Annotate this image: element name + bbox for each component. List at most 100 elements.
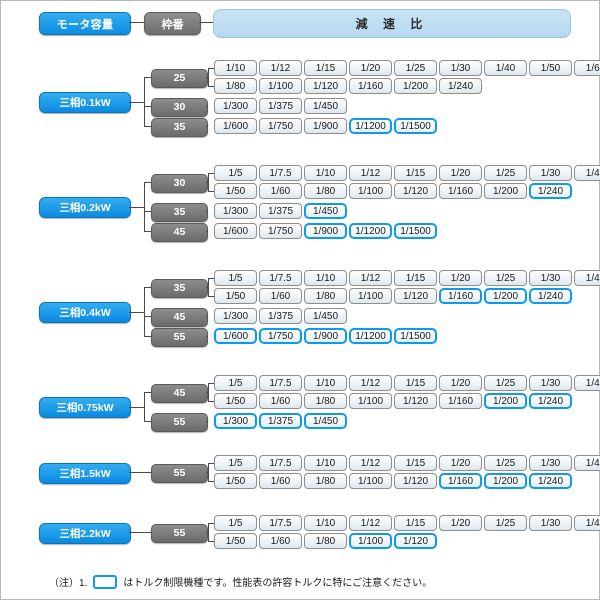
ratio-chip[interactable]: 1/12 xyxy=(349,515,392,531)
ratio-chip[interactable]: 1/50 xyxy=(214,183,257,199)
ratio-chip[interactable]: 1/15 xyxy=(394,270,437,286)
ratio-chip[interactable]: 1/40 xyxy=(484,60,527,76)
frame-number-badge[interactable]: 35 xyxy=(151,278,208,298)
ratio-chip[interactable]: 1/40 xyxy=(574,515,600,531)
ratio-chip-highlighted[interactable]: 1/120 xyxy=(394,533,437,549)
ratio-chip-highlighted[interactable]: 1/750 xyxy=(259,328,302,344)
ratio-chip[interactable]: 1/7.5 xyxy=(259,165,302,181)
ratio-chip-highlighted[interactable]: 1/160 xyxy=(439,288,482,304)
ratio-chip[interactable]: 1/20 xyxy=(439,270,482,286)
ratio-chip[interactable]: 1/25 xyxy=(484,375,527,391)
motor-capacity-badge[interactable]: 三相2.2kW xyxy=(39,522,131,544)
ratio-chip-highlighted[interactable]: 1/450 xyxy=(304,413,347,429)
ratio-chip[interactable]: 1/30 xyxy=(529,455,572,471)
ratio-chip[interactable]: 1/25 xyxy=(484,270,527,286)
ratio-chip[interactable]: 1/15 xyxy=(394,515,437,531)
ratio-chip[interactable]: 1/120 xyxy=(394,288,437,304)
ratio-chip[interactable]: 1/100 xyxy=(349,183,392,199)
ratio-chip-highlighted[interactable]: 1/240 xyxy=(529,183,572,199)
ratio-chip[interactable]: 1/5 xyxy=(214,455,257,471)
motor-capacity-badge[interactable]: 三相0.75kW xyxy=(39,397,131,418)
ratio-chip[interactable]: 1/7.5 xyxy=(259,455,302,471)
ratio-chip[interactable]: 1/100 xyxy=(349,393,392,409)
ratio-chip[interactable]: 1/60 xyxy=(259,183,302,199)
ratio-chip-highlighted[interactable]: 1/1500 xyxy=(394,328,437,344)
ratio-chip[interactable]: 1/20 xyxy=(439,515,482,531)
ratio-chip[interactable]: 1/80 xyxy=(214,78,257,94)
ratio-chip[interactable]: 1/80 xyxy=(304,288,347,304)
ratio-chip-highlighted[interactable]: 1/200 xyxy=(484,473,527,489)
frame-number-badge[interactable]: 45 xyxy=(151,222,208,242)
ratio-chip[interactable]: 1/5 xyxy=(214,375,257,391)
ratio-chip[interactable]: 1/15 xyxy=(304,60,347,76)
ratio-chip[interactable]: 1/7.5 xyxy=(259,515,302,531)
ratio-chip[interactable]: 1/450 xyxy=(304,98,347,114)
ratio-chip[interactable]: 1/80 xyxy=(304,393,347,409)
ratio-chip[interactable]: 1/375 xyxy=(259,203,302,219)
ratio-chip[interactable]: 1/40 xyxy=(574,455,600,471)
ratio-chip[interactable]: 1/100 xyxy=(259,78,302,94)
ratio-chip[interactable]: 1/10 xyxy=(214,60,257,76)
frame-number-badge[interactable]: 35 xyxy=(151,117,208,137)
frame-number-badge[interactable]: 55 xyxy=(151,463,208,483)
ratio-chip[interactable]: 1/12 xyxy=(259,60,302,76)
ratio-chip[interactable]: 1/100 xyxy=(349,288,392,304)
ratio-chip-highlighted[interactable]: 1/1500 xyxy=(394,118,437,134)
motor-capacity-badge[interactable]: 三相0.4kW xyxy=(39,302,131,323)
ratio-chip[interactable]: 1/50 xyxy=(214,473,257,489)
ratio-chip[interactable]: 1/450 xyxy=(304,308,347,324)
ratio-chip[interactable]: 1/160 xyxy=(439,393,482,409)
ratio-chip[interactable]: 1/80 xyxy=(304,473,347,489)
ratio-chip[interactable]: 1/160 xyxy=(349,78,392,94)
ratio-chip[interactable]: 1/300 xyxy=(214,203,257,219)
ratio-chip-highlighted[interactable]: 1/240 xyxy=(529,288,572,304)
ratio-chip[interactable]: 1/375 xyxy=(259,98,302,114)
ratio-chip[interactable]: 1/120 xyxy=(394,473,437,489)
frame-number-badge[interactable]: 45 xyxy=(151,383,208,403)
ratio-chip[interactable]: 1/30 xyxy=(529,165,572,181)
ratio-chip[interactable]: 1/10 xyxy=(304,165,347,181)
ratio-chip[interactable]: 1/60 xyxy=(259,473,302,489)
ratio-chip-highlighted[interactable]: 1/375 xyxy=(259,413,302,429)
ratio-chip[interactable]: 1/10 xyxy=(304,455,347,471)
frame-number-badge[interactable]: 35 xyxy=(151,202,208,222)
ratio-chip[interactable]: 1/600 xyxy=(214,223,257,239)
ratio-chip[interactable]: 1/50 xyxy=(214,393,257,409)
ratio-chip[interactable]: 1/10 xyxy=(304,375,347,391)
ratio-chip-highlighted[interactable]: 1/600 xyxy=(214,328,257,344)
ratio-chip[interactable]: 1/20 xyxy=(439,455,482,471)
ratio-chip[interactable]: 1/7.5 xyxy=(259,270,302,286)
ratio-chip-highlighted[interactable]: 1/100 xyxy=(349,533,392,549)
ratio-chip[interactable]: 1/7.5 xyxy=(259,375,302,391)
ratio-chip-highlighted[interactable]: 1/1200 xyxy=(349,118,392,134)
ratio-chip[interactable]: 1/900 xyxy=(304,118,347,134)
ratio-chip[interactable]: 1/15 xyxy=(394,375,437,391)
ratio-chip[interactable]: 1/12 xyxy=(349,375,392,391)
frame-number-badge[interactable]: 25 xyxy=(151,68,208,88)
ratio-chip[interactable]: 1/10 xyxy=(304,270,347,286)
ratio-chip[interactable]: 1/50 xyxy=(214,533,257,549)
ratio-chip[interactable]: 1/60 xyxy=(259,288,302,304)
ratio-chip[interactable]: 1/240 xyxy=(439,78,482,94)
frame-number-badge[interactable]: 55 xyxy=(151,523,208,543)
ratio-chip[interactable]: 1/50 xyxy=(214,288,257,304)
ratio-chip-highlighted[interactable]: 1/900 xyxy=(304,223,347,239)
ratio-chip-highlighted[interactable]: 1/300 xyxy=(214,413,257,429)
ratio-chip[interactable]: 1/20 xyxy=(439,165,482,181)
ratio-chip-highlighted[interactable]: 1/900 xyxy=(304,328,347,344)
ratio-chip[interactable]: 1/40 xyxy=(574,165,600,181)
ratio-chip[interactable]: 1/750 xyxy=(259,118,302,134)
ratio-chip[interactable]: 1/20 xyxy=(349,60,392,76)
ratio-chip-highlighted[interactable]: 1/160 xyxy=(439,473,482,489)
ratio-chip-highlighted[interactable]: 1/1200 xyxy=(349,328,392,344)
ratio-chip[interactable]: 1/5 xyxy=(214,515,257,531)
ratio-chip-highlighted[interactable]: 1/240 xyxy=(529,393,572,409)
motor-capacity-badge[interactable]: 三相1.5kW xyxy=(39,462,131,484)
ratio-chip[interactable]: 1/120 xyxy=(394,393,437,409)
ratio-chip[interactable]: 1/600 xyxy=(214,118,257,134)
ratio-chip[interactable]: 1/25 xyxy=(484,515,527,531)
ratio-chip[interactable]: 1/300 xyxy=(214,308,257,324)
ratio-chip[interactable]: 1/60 xyxy=(259,533,302,549)
ratio-chip[interactable]: 1/15 xyxy=(394,165,437,181)
ratio-chip[interactable]: 1/30 xyxy=(439,60,482,76)
